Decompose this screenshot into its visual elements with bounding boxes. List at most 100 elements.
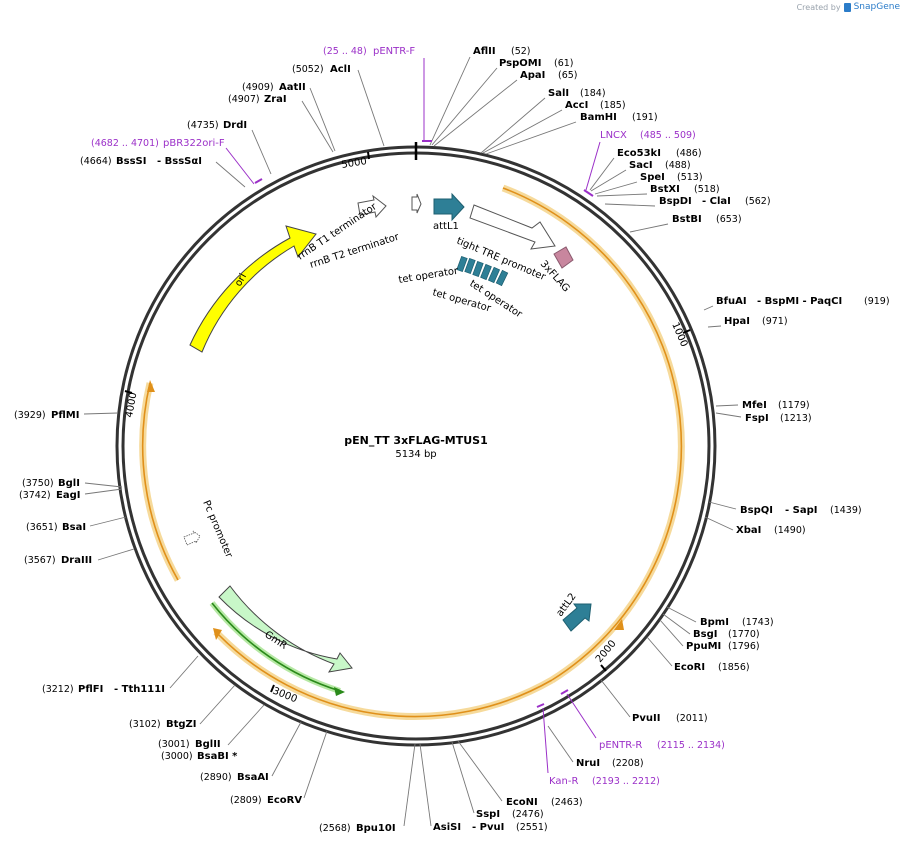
leader-econi <box>457 740 503 802</box>
enzyme-name: PpuMI <box>686 641 721 652</box>
enzyme-mfei: MfeI(1179) <box>742 400 810 411</box>
primer-name: pENTR-R <box>599 740 642 751</box>
enzyme-pos: (653) <box>716 214 742 225</box>
enzyme-name: AatII <box>279 82 306 93</box>
primer-range: (4682 .. 4701) <box>91 138 159 149</box>
enzyme-pos: (1743) <box>742 617 774 628</box>
leader-acli <box>357 69 385 147</box>
primer-kan-r: Kan-R(2193 .. 2212) <box>549 776 660 787</box>
enzyme-name: AccI <box>565 100 588 111</box>
leader-spei <box>594 181 638 195</box>
enzyme-pos: (2208) <box>612 758 644 769</box>
enzyme-ecori: EcoRI(1856) <box>674 662 750 673</box>
leader-bpmi <box>666 606 697 623</box>
enzyme-pos: (52) <box>511 46 531 57</box>
enzyme-ecorv: (2809)EcoRV <box>230 795 302 806</box>
enzyme-bspqi: BspQI- SapI(1439) <box>740 505 862 516</box>
enzyme-drdi: (4735)DrdI <box>187 120 247 131</box>
primer-bar-pentr-r <box>560 689 569 695</box>
gmr-green-arc-head <box>334 687 345 696</box>
enzyme-pos: (3001) <box>158 739 190 750</box>
enzyme-saci: SacI(488) <box>629 160 691 171</box>
leader-bpu10i <box>403 743 416 827</box>
attl1-label: attL1 <box>433 221 459 232</box>
tet-operator-block <box>472 260 484 278</box>
leader-bamhi <box>485 121 577 155</box>
enzyme-name: EcoNI <box>506 797 538 808</box>
ruler-label-1000: 1000 <box>669 321 689 349</box>
enzyme-extra: - BspMI - PaqCI <box>757 296 842 307</box>
leader-pvuii <box>600 679 631 718</box>
enzyme-pos: (4664) <box>80 156 112 167</box>
leader-zrai <box>301 100 334 153</box>
attl1-arrow <box>433 192 465 222</box>
leader-bfuai <box>703 305 714 311</box>
leader-ppumi <box>659 619 684 647</box>
enzyme-bpu10i: (2568)Bpu10I <box>319 823 396 834</box>
enzyme-aflii: AflII(52) <box>473 46 531 57</box>
enzyme-acli: (5052)AclI <box>292 64 351 75</box>
enzyme-name: BstXI <box>650 184 680 195</box>
tet-operator-label-1: tet operator <box>398 266 460 286</box>
enzyme-name: ZraI <box>264 94 287 105</box>
pc-promoter-label: Pc promoter <box>200 499 234 560</box>
leader-pflmi <box>83 412 119 415</box>
enzyme-bstbi: BstBI(653) <box>672 214 742 225</box>
gmr-green-arc <box>211 602 341 692</box>
enzyme-pos: (3102) <box>129 719 161 730</box>
ruler-tick-2000 <box>600 664 607 672</box>
enzyme-pflfi: (3212)PflFI- Tth111I <box>42 684 165 695</box>
enzyme-pos: (3750) <box>22 478 54 489</box>
tet-operator-block <box>495 269 509 287</box>
enzyme-pos: (4907) <box>228 94 260 105</box>
enzyme-name: BglI <box>58 478 80 489</box>
leader-xbai <box>704 516 734 531</box>
gmr-arrow <box>218 585 353 673</box>
orf-arc-right-glow <box>501 184 685 683</box>
tet-operator-blocks <box>456 255 509 287</box>
enzyme-apai: ApaI(65) <box>520 70 578 81</box>
enzyme-name: BsaAI <box>237 772 269 783</box>
enzyme-bsabi: (3000)BsaBI * <box>161 751 238 762</box>
enzyme-pos: (4735) <box>187 120 219 131</box>
enzyme-name: AsiSI <box>433 822 461 833</box>
enzyme-fspi: FspI(1213) <box>745 413 812 424</box>
leader-bstbi <box>629 223 669 233</box>
primer-range: (485 .. 509) <box>640 130 696 141</box>
enzyme-pos: (562) <box>745 196 771 207</box>
enzyme-pos: (919) <box>864 296 890 307</box>
ori-arrow <box>189 225 317 353</box>
tet-operator-block <box>464 257 476 275</box>
plasmid-length: 5134 bp <box>395 449 436 460</box>
enzyme-spei: SpeI(513) <box>640 172 703 183</box>
primer-pentr-f: (25 .. 48)pENTR-F <box>323 46 415 57</box>
enzyme-pos: (1213) <box>780 413 812 424</box>
primer-range: (2193 .. 2212) <box>592 776 660 787</box>
enzyme-name: ApaI <box>520 70 545 81</box>
leader-bstxi <box>596 193 648 197</box>
rrnb-t2-arrow <box>411 193 422 214</box>
enzyme-pos: (3929) <box>14 410 46 421</box>
enzyme-draiii: (3567)DraIII <box>24 555 92 566</box>
enzyme-pos: (185) <box>600 100 626 111</box>
primer-bar-pbr322 <box>254 178 263 184</box>
enzyme-name: PvuII <box>632 713 660 724</box>
enzyme-pos: (486) <box>676 148 702 159</box>
enzyme-name: SpeI <box>640 172 665 183</box>
enzyme-hpai: HpaI(971) <box>724 316 788 327</box>
primer-pentr-r: pENTR-R (2115 .. 2134) <box>599 740 725 751</box>
enzyme-pos: (1770) <box>728 629 760 640</box>
enzyme-name: XbaI <box>736 525 761 536</box>
enzyme-name: BsgI <box>693 629 717 640</box>
enzyme-pos: (2463) <box>551 797 583 808</box>
ruler-label-5000: 5000 <box>341 156 368 171</box>
tight-tre-arrow <box>469 204 556 250</box>
enzyme-name: HpaI <box>724 316 750 327</box>
primer-range: (2115 .. 2134) <box>657 740 725 751</box>
primer-leader-lncx <box>585 141 601 191</box>
orf-arc-bottom-head <box>213 628 222 640</box>
primer-name: pENTR-F <box>373 46 415 57</box>
enzyme-pos: (518) <box>694 184 720 195</box>
leader-btgzi <box>199 684 236 725</box>
enzyme-pos: (3000) <box>161 751 193 762</box>
